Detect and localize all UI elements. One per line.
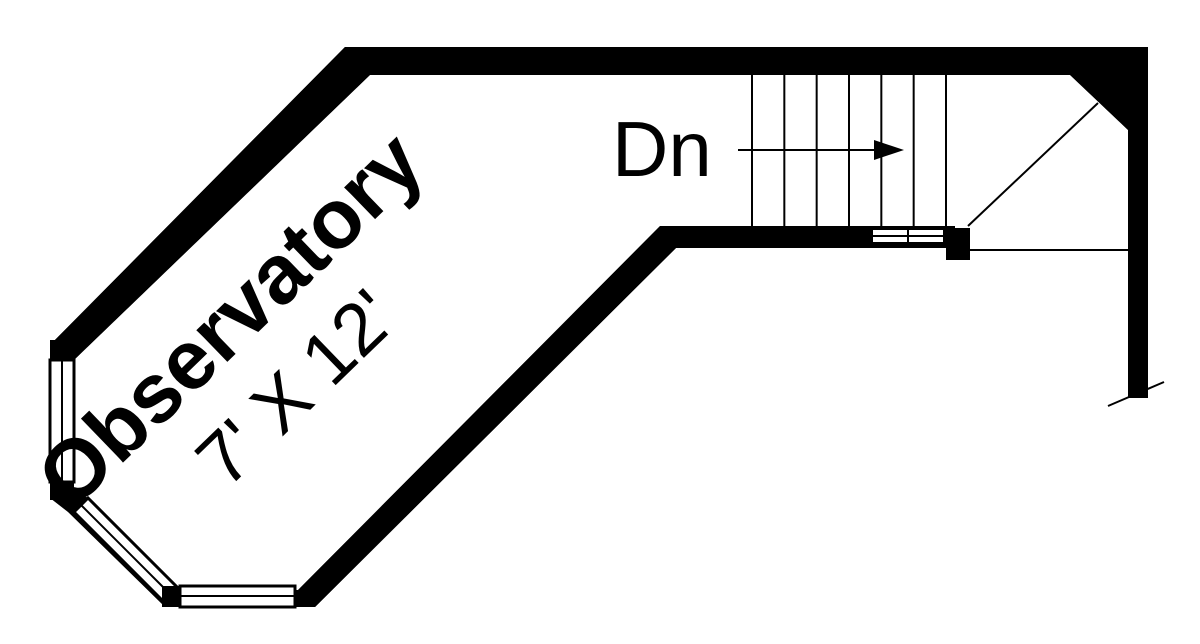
newel-post [946,228,970,260]
stair-direction-arrow [738,140,904,160]
corner-chamfer [1070,75,1128,130]
wall-right [1128,47,1148,398]
room-interior [74,75,1128,590]
window-bottom [162,584,297,609]
corner-diagonal-line [967,102,1099,227]
wall-end-tick [1107,381,1165,407]
stair-landing-edge [871,228,945,244]
stair-label: Dn [612,105,712,193]
wall-upper-diagonal [50,47,370,360]
window-left [48,340,76,500]
wall-top [345,47,1148,75]
